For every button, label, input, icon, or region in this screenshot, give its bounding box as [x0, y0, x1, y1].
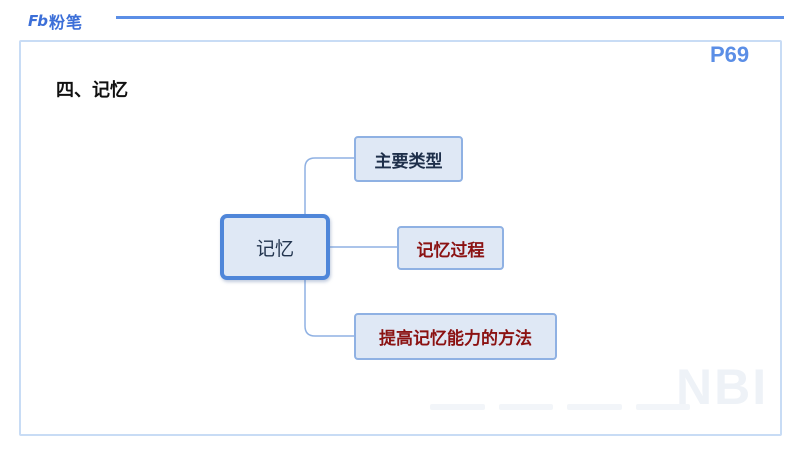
mindmap-node-improve-methods: 提高记忆能力的方法: [354, 313, 557, 360]
mindmap-node-main-types: 主要类型: [354, 136, 463, 182]
page-number: P69: [710, 42, 750, 67]
header-rule: [116, 16, 784, 19]
brand-logo: Fb 粉笔: [28, 10, 83, 32]
section-title: 四、记忆: [56, 80, 128, 101]
watermark: NBI: [676, 359, 769, 415]
watermark-bars: [430, 404, 690, 414]
mindmap-center-node: 记忆: [220, 214, 330, 280]
connector-to-improve-methods: [304, 280, 354, 337]
logo-mark: Fb: [28, 12, 48, 30]
connector-to-main-types: [304, 157, 354, 214]
mindmap-node-memory-process: 记忆过程: [397, 226, 504, 270]
logo-text: 粉笔: [48, 13, 83, 32]
